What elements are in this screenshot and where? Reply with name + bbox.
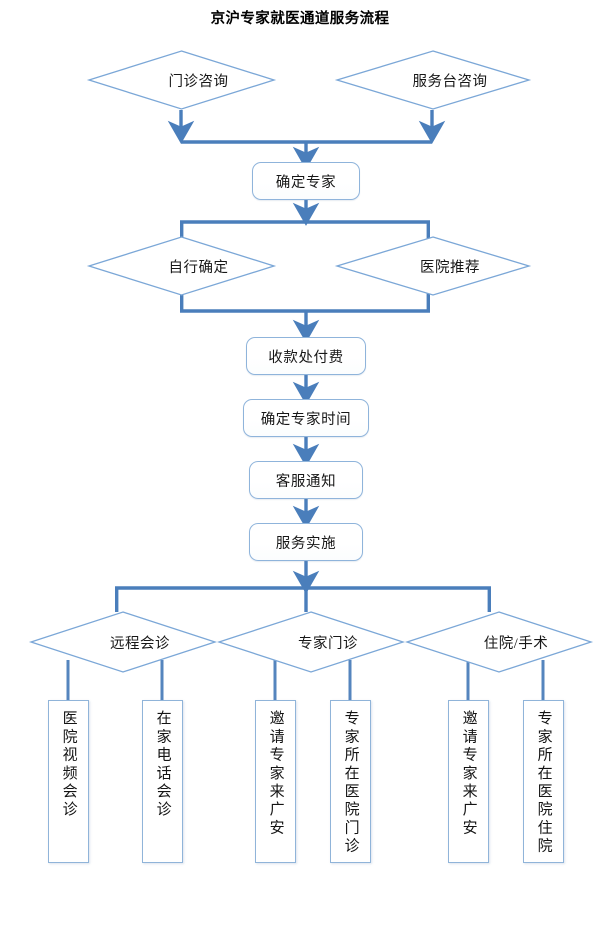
page-title: 京沪专家就医通道服务流程: [210, 11, 390, 27]
diamond-outpatient-consult[interactable]: 门诊咨询: [86, 50, 277, 110]
box-expert-home-hospital-clinic[interactable]: 专家所在医院门诊: [330, 700, 371, 863]
diamond-label: 服务台咨询: [412, 73, 488, 90]
box-label: 确定专家时间: [260, 411, 352, 428]
box-customer-service-notice[interactable]: 客服通知: [249, 461, 363, 499]
diamond-inpatient-surgery[interactable]: 住院/手术: [404, 611, 594, 673]
box-invite-expert-guangan-clinic[interactable]: 邀请专家来广安: [255, 700, 296, 863]
box-label: 邀请专家来广安: [460, 710, 477, 838]
diamond-label: 自行确定: [168, 259, 229, 276]
box-confirm-expert-time[interactable]: 确定专家时间: [243, 399, 369, 437]
box-label: 客服通知: [275, 473, 337, 490]
box-hospital-video-consult[interactable]: 医院视频会诊: [48, 700, 89, 863]
box-service-execution[interactable]: 服务实施: [249, 523, 363, 561]
box-label: 邀请专家来广安: [267, 710, 284, 838]
diamond-label: 住院/手术: [483, 635, 549, 652]
diamond-remote-consultation[interactable]: 远程会诊: [28, 611, 218, 673]
diamond-label: 专家门诊: [298, 635, 358, 652]
diamond-expert-clinic[interactable]: 专家门诊: [216, 611, 406, 673]
box-label: 医院视频会诊: [60, 710, 77, 820]
box-label: 在家电话会诊: [154, 710, 171, 820]
box-label: 专家所在医院门诊: [342, 710, 359, 856]
box-label: 确定专家: [275, 174, 337, 191]
diamond-label: 医院推荐: [420, 259, 480, 276]
box-cashier-payment[interactable]: 收款处付费: [246, 337, 366, 375]
box-invite-expert-guangan-inpatient[interactable]: 邀请专家来广安: [448, 700, 489, 863]
box-expert-home-hospital-inpatient[interactable]: 专家所在医院住院: [523, 700, 564, 863]
box-label: 服务实施: [275, 535, 337, 552]
box-home-phone-consult[interactable]: 在家电话会诊: [142, 700, 183, 863]
box-label: 专家所在医院住院: [535, 710, 552, 856]
diamond-label: 远程会诊: [110, 635, 170, 652]
diamond-hospital-recommend[interactable]: 医院推荐: [334, 236, 532, 296]
box-confirm-expert[interactable]: 确定专家: [252, 162, 360, 200]
diamond-self-select[interactable]: 自行确定: [86, 236, 277, 296]
diamond-service-desk-consult[interactable]: 服务台咨询: [334, 50, 532, 110]
box-label: 收款处付费: [268, 349, 344, 366]
diamond-label: 门诊咨询: [168, 73, 229, 90]
